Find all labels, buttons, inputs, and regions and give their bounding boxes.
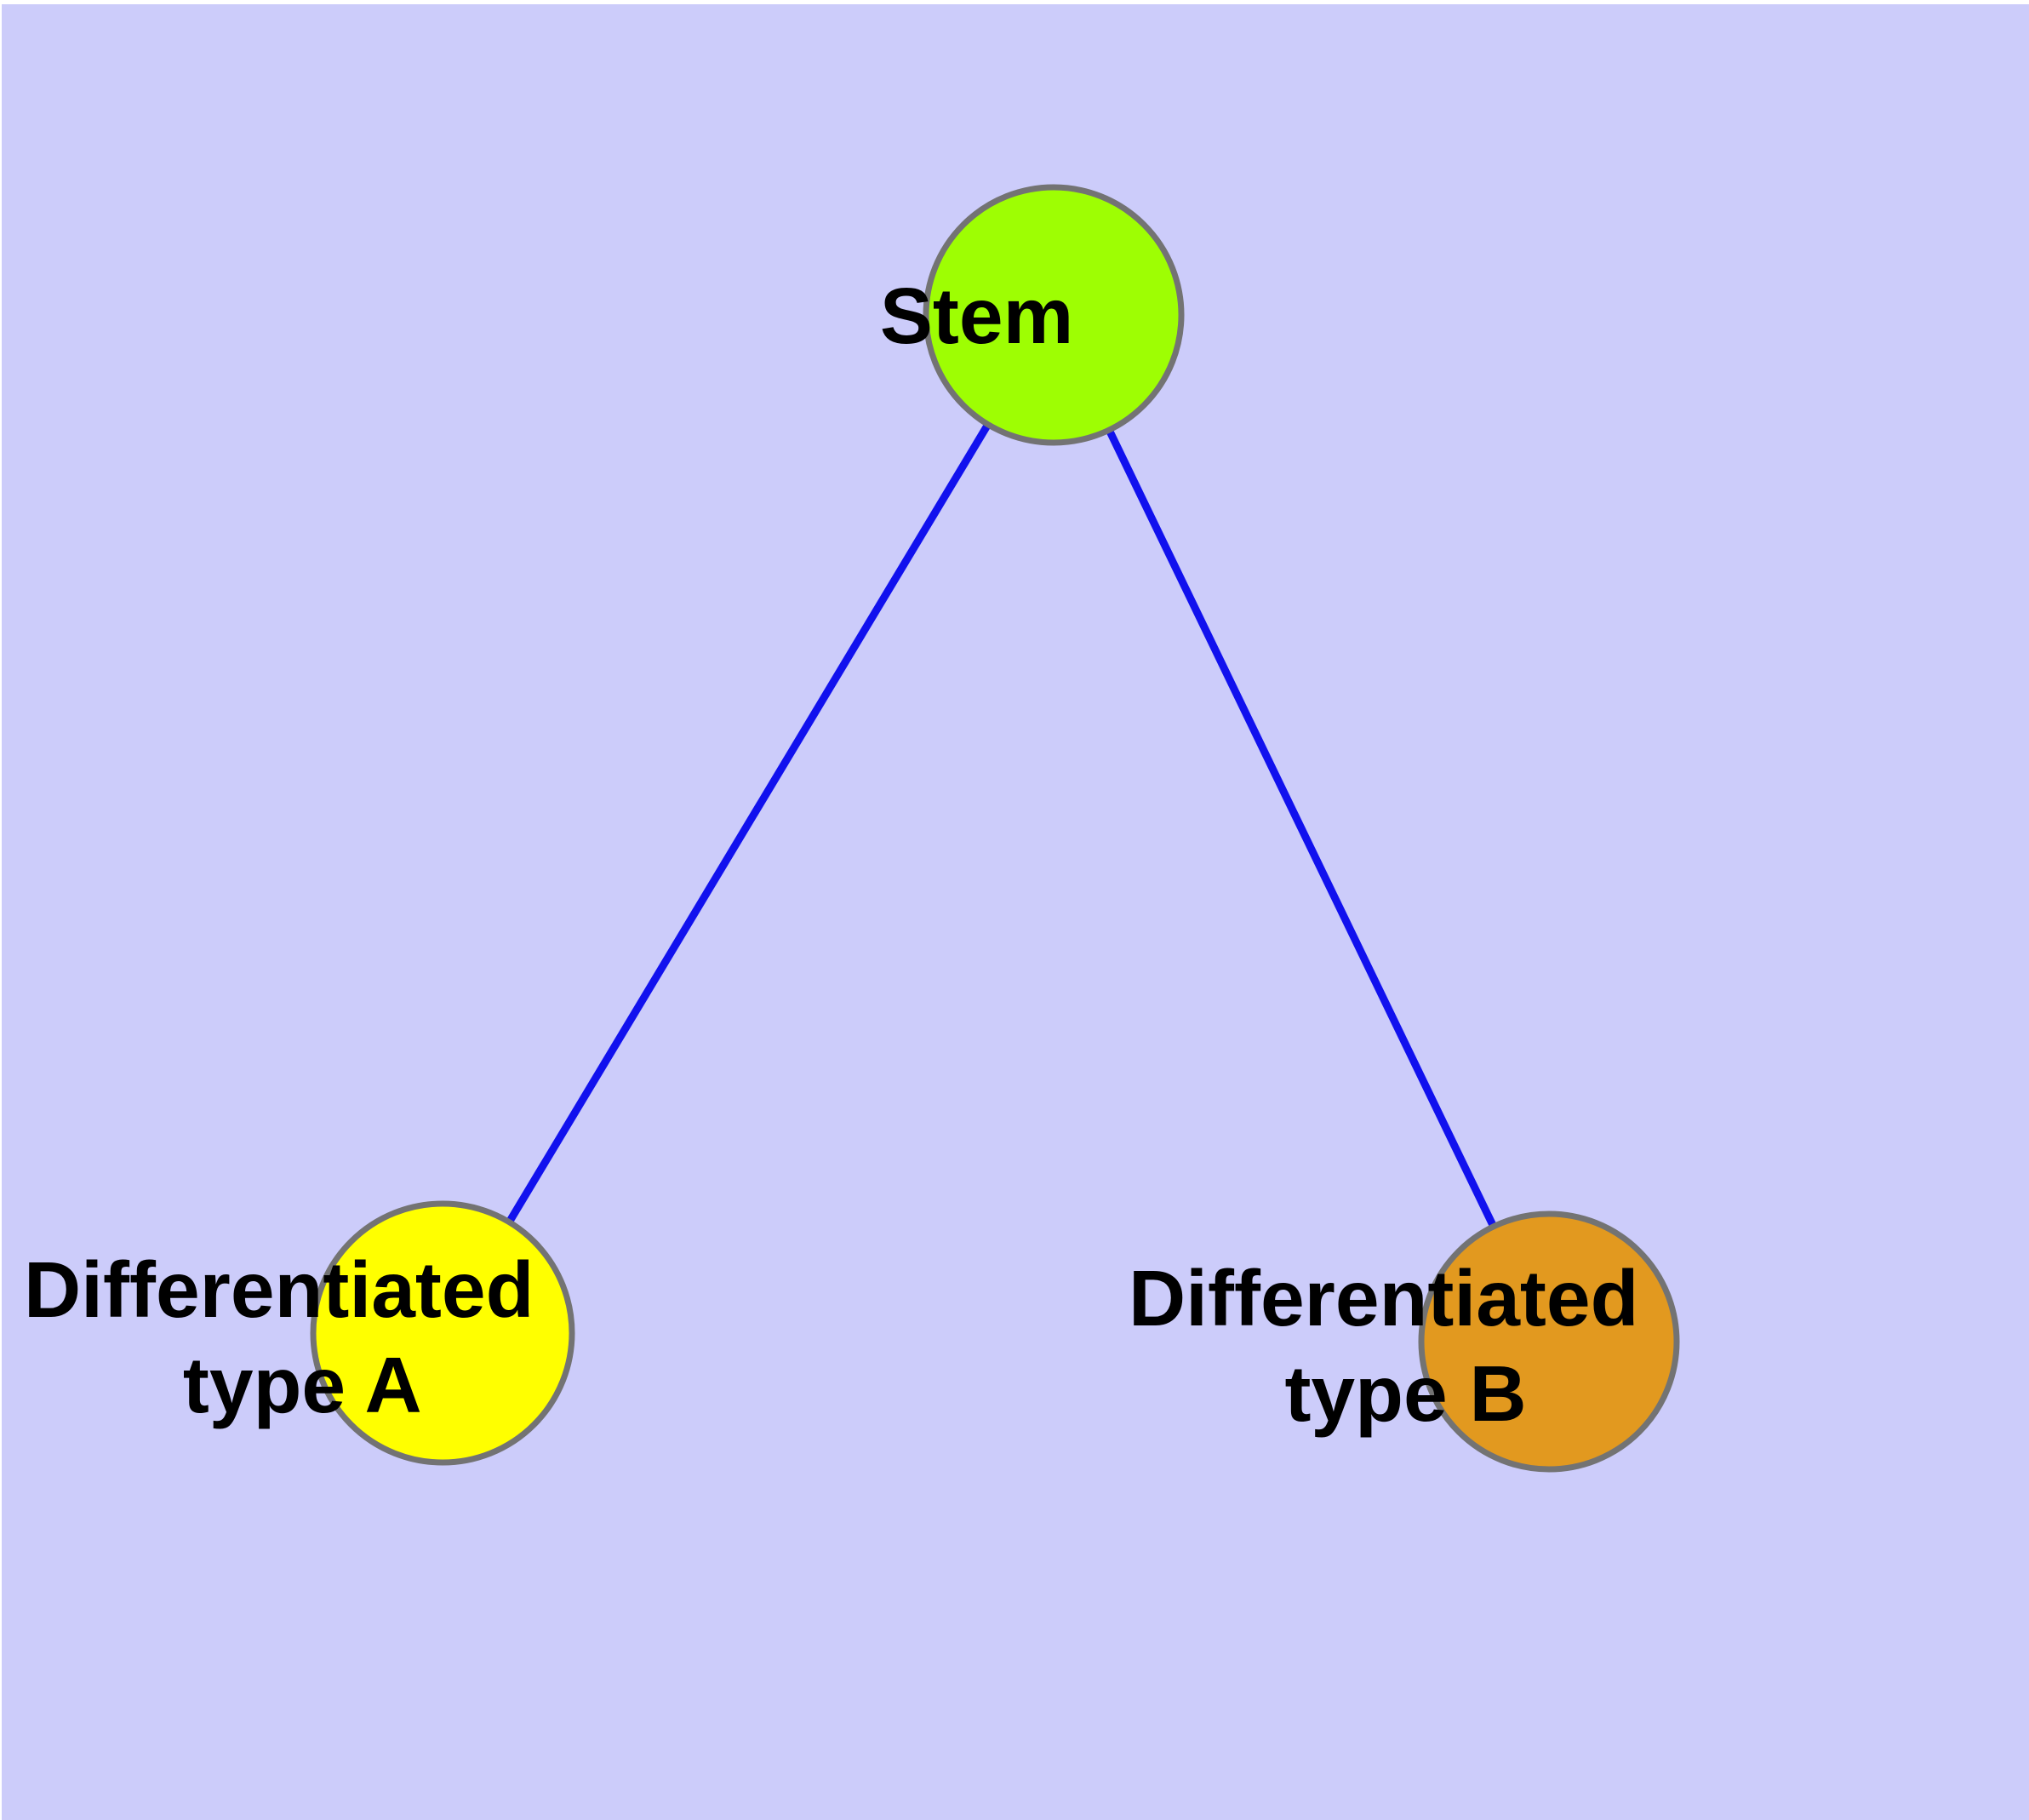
node-differentiated-type-a-circle[interactable]	[310, 1200, 575, 1466]
node-differentiated-type-a-label: Differentiated type A	[24, 1245, 732, 1429]
edge-stem-to-differentiated-type-a[interactable]	[439, 312, 1057, 1336]
node-stem[interactable]: Stem	[880, 184, 1227, 446]
node-stem-circle[interactable]	[923, 184, 1185, 446]
node-stem-label: Stem	[880, 272, 1227, 360]
node-differentiated-type-a[interactable]: Differentiated type A	[24, 1200, 732, 1466]
edge-layer	[439, 312, 1553, 1343]
node-differentiated-type-b-circle[interactable]	[1418, 1210, 1680, 1473]
edge-stem-to-differentiated-type-b[interactable]	[1049, 313, 1553, 1343]
node-differentiated-type-b-label: Differentiated type B	[1129, 1254, 1837, 1438]
node-differentiated-type-b[interactable]: Differentiated type B	[1129, 1210, 1837, 1473]
